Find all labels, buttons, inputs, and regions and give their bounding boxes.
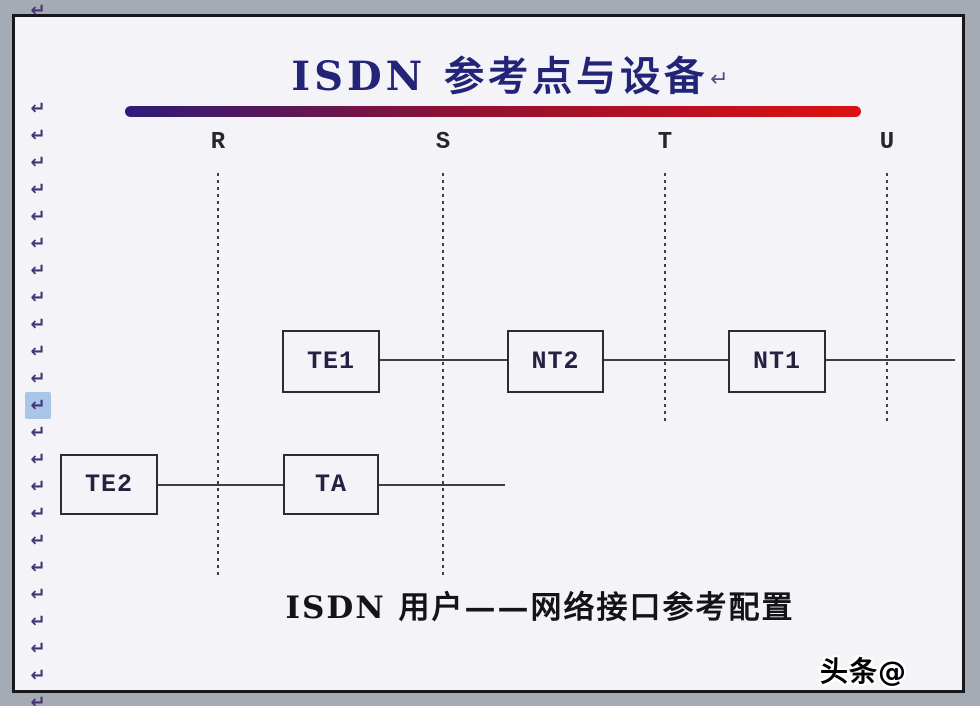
device-box-nt1: NT1 [728,330,826,393]
gradient-divider-bar [125,106,861,117]
paragraph-mark: ↵ [30,422,46,443]
watermark-text: 头条@ [820,655,908,688]
device-label-te1: TE1 [306,347,355,376]
device-label-ta: TA [314,470,347,499]
slide-title-text: ISDN 参考点与设备 [291,53,709,100]
paragraph-mark: ↵ [30,449,46,470]
paragraph-mark-selected: ↵ [25,392,51,419]
paragraph-mark: ↵ [30,152,46,173]
device-label-nt2: NT2 [531,347,580,376]
device-box-te1: TE1 [282,330,380,393]
paragraph-mark: ↵ [30,368,46,389]
paragraph-mark: ↵ [30,611,46,632]
paragraph-mark: ↵ [30,476,46,497]
device-box-te2: TE2 [60,454,158,515]
paragraph-marks-column: ↵ ↵ ↵ ↵ ↵ ↵ ↵ ↵ ↵ ↵ ↵ ↵ ↵ ↵ ↵ ↵ ↵ ↵ ↵ ↵ ↵ ↵ ↵ [25,95,51,706]
ref-line-t [664,173,666,425]
paragraph-mark: ↵ [30,98,46,119]
paragraph-mark: ↵ [30,260,46,281]
paragraph-mark-title: ↵ [710,67,729,92]
paragraph-mark: ↵ [30,557,46,578]
paragraph-mark: ↵ [30,125,46,146]
ref-line-u [886,173,888,425]
paragraph-mark: ↵ [30,692,46,706]
ref-line-r [217,173,219,578]
paragraph-mark: ↵ [30,179,46,200]
device-box-ta: TA [283,454,379,515]
paragraph-mark: ↵ [30,665,46,686]
paragraph-mark: ↵ [30,233,46,254]
paragraph-mark: ↵ [30,530,46,551]
ref-point-label-s: S [435,129,451,156]
ref-point-label-u: U [879,129,895,156]
ref-point-label-t: T [657,129,673,156]
paragraph-mark: ↵ [30,341,46,362]
paragraph-mark: ↵ [30,314,46,335]
device-label-nt1: NT1 [752,347,801,376]
slide-title: ISDN 参考点与设备↵ [60,44,960,102]
device-box-nt2: NT2 [507,330,604,393]
paragraph-mark: ↵ [30,287,46,308]
ref-line-s [442,173,444,578]
diagram-caption: ISDN 用户——网络接口参考配置 [285,590,795,626]
paragraph-mark: ↵ [30,206,46,227]
device-label-te2: TE2 [84,470,133,499]
ref-point-label-r: R [210,129,226,156]
paragraph-mark-top: ↵ [30,0,46,21]
paragraph-mark: ↵ [30,584,46,605]
connector-top-row [380,359,955,361]
paragraph-mark: ↵ [30,638,46,659]
paragraph-mark: ↵ [30,503,46,524]
